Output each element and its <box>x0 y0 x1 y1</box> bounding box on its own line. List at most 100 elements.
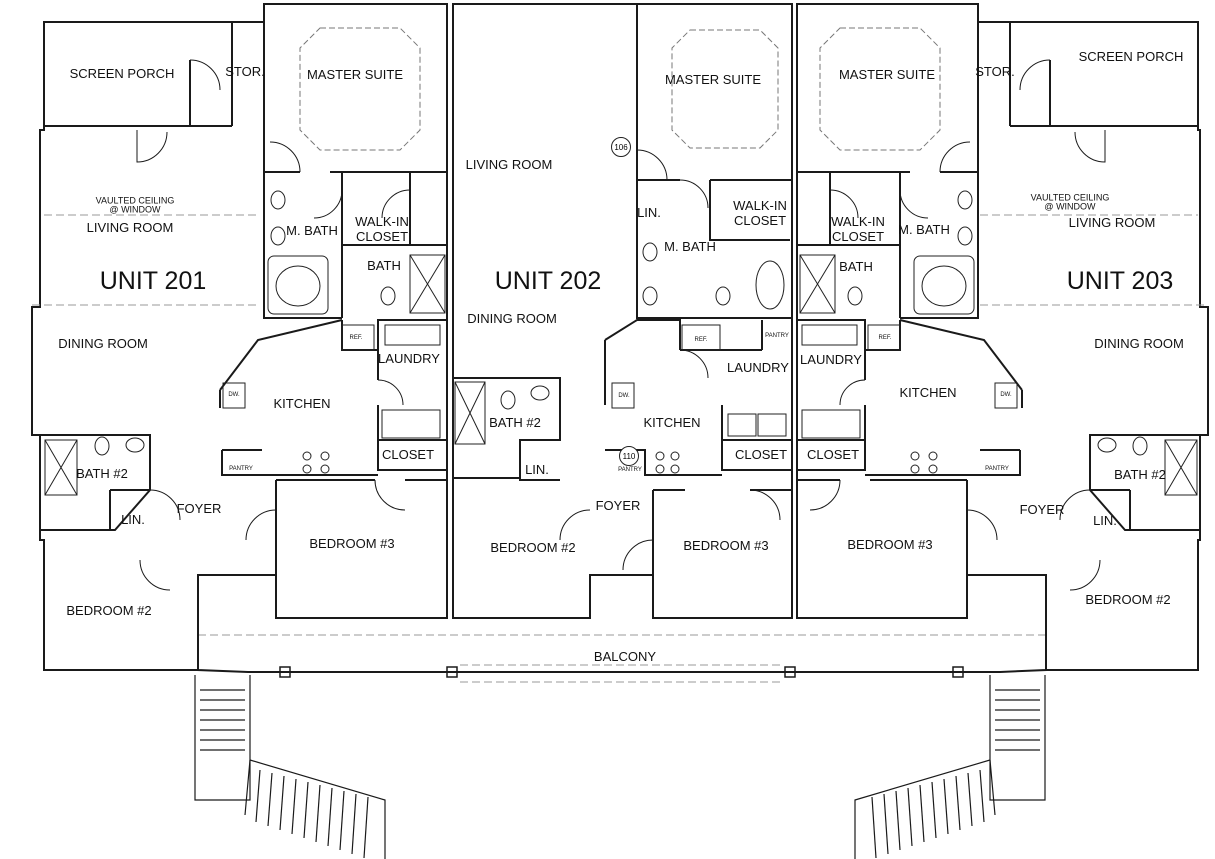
sink <box>642 242 658 262</box>
room-label-bedroom-3: BEDROOM #3 <box>309 536 395 552</box>
shower <box>44 439 78 496</box>
balcony-post <box>952 666 964 678</box>
burner <box>302 451 312 461</box>
door-swing <box>377 379 404 406</box>
tub-basin <box>275 265 321 307</box>
tray-ceiling-outline <box>819 27 941 151</box>
balcony-post <box>784 666 796 678</box>
sink <box>125 437 145 453</box>
closet-203-wall <box>797 350 866 471</box>
room-label-bedroom-2: BEDROOM #2 <box>490 540 576 556</box>
door-swing <box>1059 489 1091 521</box>
kitchen-203-counter <box>865 449 1021 476</box>
door-swing <box>559 509 591 541</box>
room-label-screen-porch: SCREEN PORCH <box>1078 49 1184 65</box>
tray-ceiling-outline <box>671 29 779 149</box>
tub-basin <box>755 260 785 310</box>
sink <box>270 190 286 210</box>
door-swing <box>679 349 709 379</box>
kitchen-201-counter <box>221 449 378 476</box>
room-label-bedroom-2: BEDROOM #2 <box>1085 592 1171 608</box>
door-swing <box>139 559 171 591</box>
room-tag: 106 <box>611 137 631 157</box>
room-label-master-suite: MASTER SUITE <box>664 72 762 88</box>
stair-treads-right <box>871 689 1040 859</box>
balcony-post <box>446 666 458 678</box>
room-label-walk-in: WALK-IN <box>733 198 787 214</box>
door-swing <box>679 179 709 209</box>
dishwasher-box <box>222 382 246 409</box>
room-label-dining-room: DINING ROOM <box>58 336 148 352</box>
room-label-closet: CLOSET <box>381 447 435 463</box>
closet-unit <box>381 409 441 439</box>
burner <box>655 451 665 461</box>
note-window: @ WINDOW <box>1044 201 1096 212</box>
toilet <box>847 286 863 306</box>
shower-x <box>454 381 486 445</box>
room-label-walk-in-closet: CLOSET <box>355 229 409 245</box>
room-label-linen: LIN. <box>1093 513 1117 529</box>
room-label-dining-room: DINING ROOM <box>1094 336 1184 352</box>
label-dw: DW. <box>1000 391 1012 398</box>
label-pantry: PANTRY <box>618 466 642 473</box>
door-swing <box>313 189 343 219</box>
room-label-master-suite: MASTER SUITE <box>838 67 936 83</box>
room-label-storage: STOR. <box>975 64 1015 80</box>
burner <box>320 451 330 461</box>
room-label-bedroom-3: BEDROOM #3 <box>683 538 769 554</box>
shower-x <box>44 439 78 496</box>
room-label-storage: STOR. <box>225 64 265 80</box>
bath2-202-wall <box>453 377 561 481</box>
toilet <box>715 286 731 306</box>
door-swing <box>899 189 929 219</box>
label-pantry: PANTRY <box>765 332 789 339</box>
door-swing <box>622 539 654 571</box>
closet-unit <box>801 409 861 439</box>
unit-202-title: UNIT 202 <box>494 266 602 295</box>
burner <box>655 464 665 474</box>
burner <box>910 464 920 474</box>
door-swing <box>149 489 181 521</box>
room-label-walk-in-closet: CLOSET <box>831 229 885 245</box>
room-label-walk-in: WALK-IN <box>355 214 409 230</box>
toilet <box>1132 436 1148 456</box>
door-swing <box>1074 130 1106 163</box>
room-label-laundry: LAUNDRY <box>800 352 862 368</box>
label-pantry: PANTRY <box>229 465 253 472</box>
door-swing <box>939 141 971 173</box>
fridge-box <box>681 324 721 351</box>
door-swing <box>636 149 668 181</box>
door-swing <box>839 379 866 406</box>
washer <box>384 324 441 346</box>
stair-landing-right <box>989 675 1046 801</box>
room-label-bath: BATH <box>839 259 873 275</box>
stair-landing-left <box>194 675 251 801</box>
toilet <box>500 390 516 410</box>
room-label-laundry: LAUNDRY <box>378 351 440 367</box>
master-suite-202-wall <box>636 4 792 181</box>
room-label-closet: CLOSET <box>806 447 860 463</box>
door-swing <box>829 189 859 219</box>
screen-porch-203-wall <box>1009 22 1198 127</box>
room-label-bedroom-2: BEDROOM #2 <box>66 603 152 619</box>
label-dw: DW. <box>228 391 240 398</box>
tub <box>913 255 975 315</box>
room-label-walk-in-closet: CLOSET <box>733 213 787 229</box>
room-label-living-room: LIVING ROOM <box>86 220 174 236</box>
bedroom3-202-wall <box>652 489 792 618</box>
room-label-laundry: LAUNDRY <box>727 360 789 376</box>
toilet <box>94 436 110 456</box>
door-swing <box>966 509 998 541</box>
room-label-bath-2: BATH #2 <box>1114 467 1166 483</box>
washer <box>727 413 757 437</box>
room-label-linen: LIN. <box>637 205 661 221</box>
label-ref: REF. <box>349 334 363 341</box>
door-swing <box>1069 559 1101 591</box>
dishwasher-box <box>994 382 1018 409</box>
room-label-foyer: FOYER <box>1019 502 1065 518</box>
room-label-master-bath: M. BATH <box>898 222 950 238</box>
unit-201-exterior-wall <box>31 3 448 671</box>
shower-x <box>409 254 446 314</box>
sink <box>1097 437 1117 453</box>
